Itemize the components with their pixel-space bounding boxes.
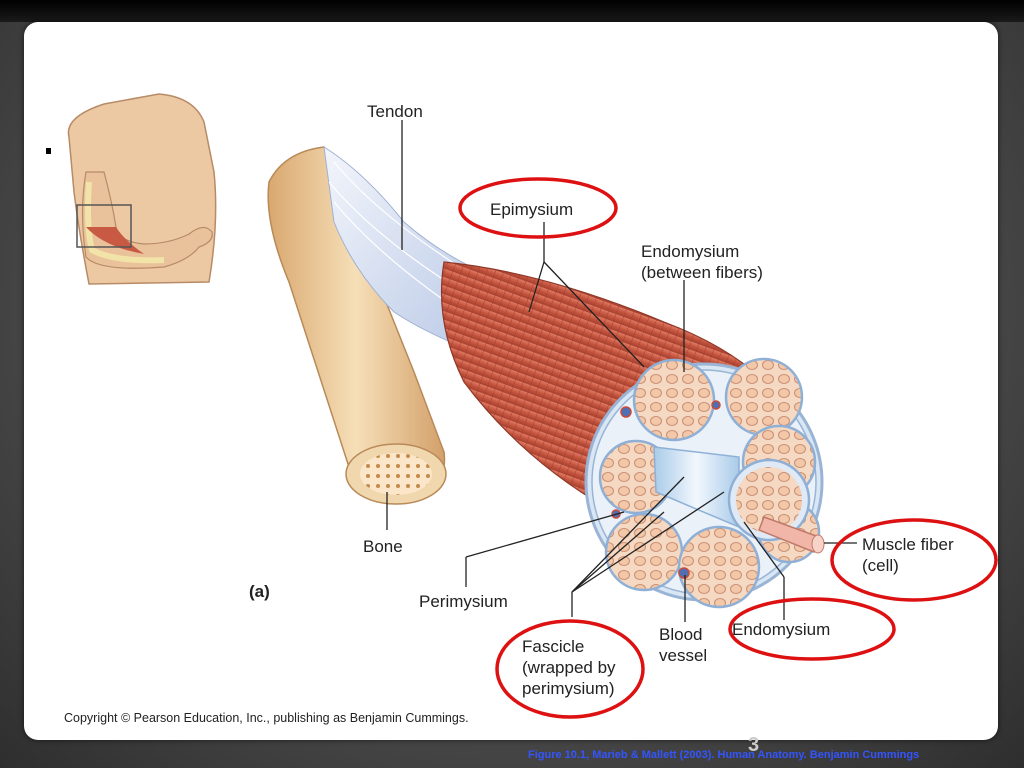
label-fascicle: Fascicle xyxy=(522,637,584,656)
slide: Tendon Epimysium Endomysium (between fib… xyxy=(24,22,998,740)
blood-vessel-dot xyxy=(620,406,632,418)
inset-selection-box xyxy=(76,204,132,248)
epimysium-highlight xyxy=(458,177,618,239)
fascicle-highlight xyxy=(495,619,645,719)
label-tendon: Tendon xyxy=(367,102,423,121)
label-fascicle-sub2: perimysium) xyxy=(522,679,615,698)
label-muscle-fiber: Muscle fiber xyxy=(862,535,954,554)
diagram-labels: Tendon Epimysium Endomysium (between fib… xyxy=(249,102,954,698)
muscle-cross-section xyxy=(584,357,825,609)
arm-inset xyxy=(67,93,217,285)
panel-label: (a) xyxy=(249,582,270,601)
label-blood: Blood xyxy=(659,625,702,644)
label-endomysium-top-sub: (between fibers) xyxy=(641,263,763,282)
figure-citation: Figure 10.1, Marieb & Mallett (2003). Hu… xyxy=(528,749,920,761)
label-fascicle-sub1: (wrapped by xyxy=(522,658,616,677)
leader-lines xyxy=(386,120,857,622)
muscle-fiber-highlight xyxy=(830,518,998,602)
highlight-circles xyxy=(458,177,998,719)
label-endomysium-bottom: Endomysium xyxy=(732,620,830,639)
slide-number: 3 xyxy=(748,734,760,756)
label-epimysium: Epimysium xyxy=(490,200,573,219)
label-bone: Bone xyxy=(363,537,403,556)
label-perimysium: Perimysium xyxy=(419,592,508,611)
bullet-marker xyxy=(46,148,51,154)
muscle-structure-diagram: Tendon Epimysium Endomysium (between fib… xyxy=(67,93,998,719)
label-endomysium-top: Endomysium xyxy=(641,242,739,261)
copyright-text: Copyright © Pearson Education, Inc., pub… xyxy=(64,711,469,725)
top-bar xyxy=(0,0,1024,22)
bone-illustration xyxy=(267,146,447,505)
label-vessel: vessel xyxy=(659,646,707,665)
label-muscle-fiber-sub: (cell) xyxy=(862,556,899,575)
endomysium-highlight xyxy=(728,597,896,661)
